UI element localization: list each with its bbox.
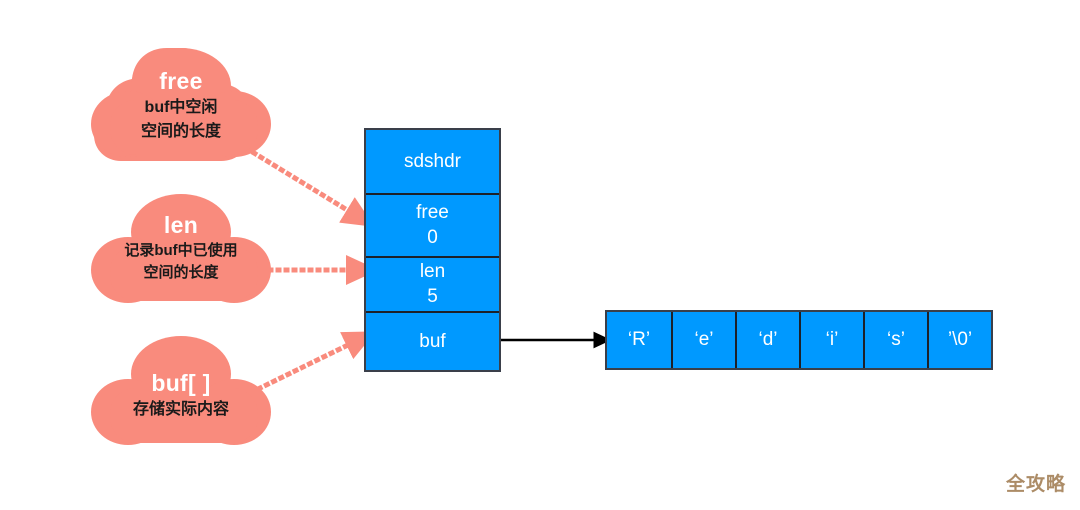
sdshdr-struct-box: sdshdr free 0 len 5 buf [364, 128, 501, 372]
char-cell: ‘R’ [607, 312, 671, 368]
char-cell: ‘i’ [799, 312, 863, 368]
cloud-callout-buf: buf[ ] 存储实际内容 [88, 330, 274, 452]
struct-value-free: 0 [427, 227, 438, 248]
cloud-shape-icon [91, 48, 271, 161]
char-cell: ‘d’ [735, 312, 799, 368]
struct-label-sdshdr: sdshdr [403, 150, 462, 172]
cloud-shape-icon [91, 336, 271, 445]
char-cell: ‘s’ [863, 312, 927, 368]
cloud-callout-len: len 记录buf中已使用 空间的长度 [88, 188, 274, 310]
struct-value-len: 5 [427, 286, 438, 307]
struct-label-buf: buf [419, 330, 446, 352]
struct-row-buf: buf [366, 311, 499, 370]
char-cell: ‘e’ [671, 312, 735, 368]
struct-row-len: len 5 [366, 256, 499, 311]
struct-label-len: len [419, 261, 446, 282]
struct-row-free: free 0 [366, 193, 499, 256]
struct-label-free: free [416, 202, 449, 223]
cloud-callout-free: free buf中空闲 空间的长度 [88, 42, 274, 164]
struct-row-sdshdr: sdshdr [366, 130, 499, 193]
watermark-label: 全攻略 [1005, 474, 1066, 495]
char-array-box: ‘R’ ‘e’ ‘d’ ‘i’ ‘s’ ’\0’ [605, 310, 993, 370]
char-cell: ’\0’ [927, 312, 991, 368]
cloud-shape-icon [91, 194, 271, 303]
